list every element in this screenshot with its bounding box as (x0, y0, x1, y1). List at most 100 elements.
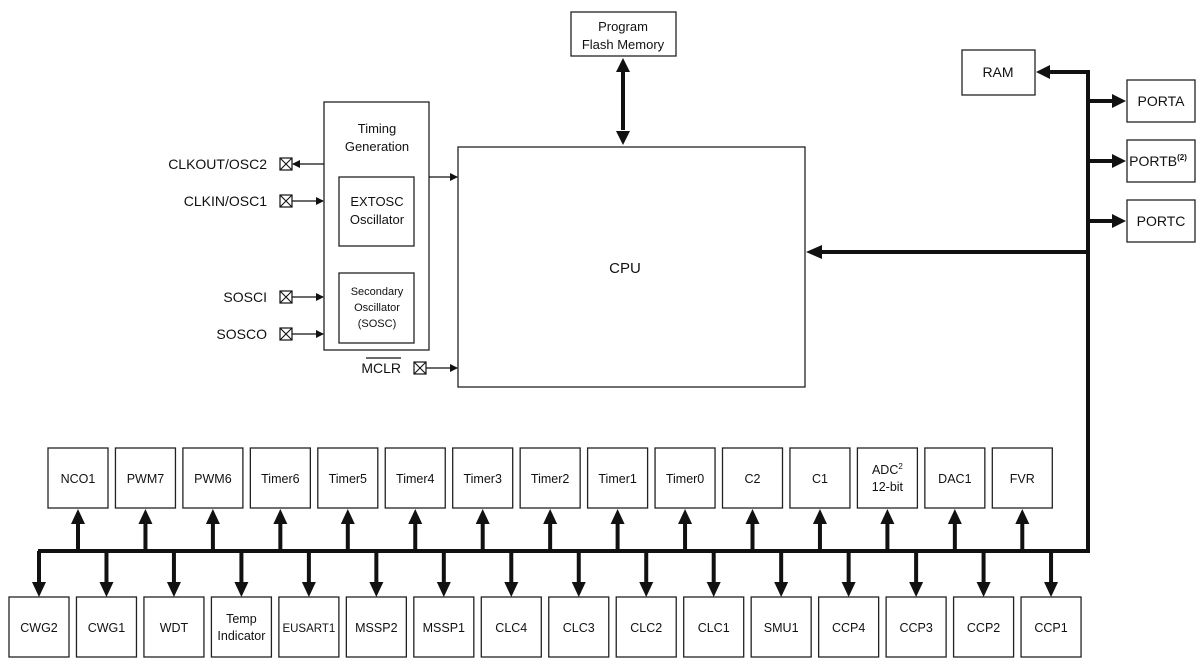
peripheral-pwm7: PWM7 (114, 447, 177, 551)
peripheral-label: SMU1 (764, 621, 799, 635)
timing-title-2: Generation (345, 139, 409, 154)
pin-pad-icon (279, 290, 293, 304)
arrowhead (543, 509, 558, 524)
arrowhead (706, 582, 721, 597)
portb-note: (2) (1177, 153, 1187, 162)
arrowhead (436, 582, 451, 597)
peripheral-label: CCP4 (832, 621, 865, 635)
peripheral-label-2: Indicator (217, 629, 265, 643)
arrowhead (166, 582, 181, 597)
program-flash-memory-block: Program Flash Memory (570, 11, 677, 57)
pin-clkout: CLKOUT/OSC2 (168, 156, 324, 172)
arrowhead (774, 582, 789, 597)
sosc-label-1: Secondary (351, 286, 404, 298)
peripheral-label: CLC1 (698, 621, 730, 635)
peripheral-cwg1: CWG1 (75, 551, 138, 658)
peripheral-label: MSSP2 (355, 621, 397, 635)
pin-label-sosci: SOSCI (223, 289, 267, 305)
arrowhead (504, 582, 519, 597)
peripheral-label: ADC (872, 463, 898, 477)
peripheral-note: 2 (898, 462, 903, 471)
peripheral-cwg2: CWG2 (8, 551, 70, 658)
peripheral-label: WDT (160, 621, 189, 635)
flash-label-2: Flash Memory (582, 37, 665, 52)
arrowhead (909, 582, 924, 597)
porta-label: PORTA (1138, 93, 1186, 109)
peripheral-label: Timer1 (598, 472, 636, 486)
arrowhead (678, 509, 693, 524)
peripheral-label: PWM7 (127, 472, 165, 486)
peripheral-timer2: Timer2 (519, 447, 581, 551)
cpu-label: CPU (609, 260, 641, 277)
peripheral-timer5: Timer5 (317, 447, 379, 551)
peripheral-mssp2: MSSP2 (345, 551, 408, 658)
extosc-label-1: EXTOSC (350, 194, 403, 209)
peripheral-eusart1: EUSART1 (278, 551, 340, 658)
svg-text:ADC2: ADC2 (872, 462, 903, 477)
peripheral-label: Timer0 (666, 472, 704, 486)
portb-block: PORTB(2) (1126, 139, 1196, 183)
arrowhead (880, 509, 895, 524)
port-arrowheads (1112, 94, 1126, 228)
cpu-arrowhead (806, 245, 822, 259)
peripheral-nco1: NCO1 (47, 447, 109, 551)
peripheral-clc3: CLC3 (548, 551, 610, 658)
cpu-block: CPU (457, 146, 806, 388)
porta-block: PORTA (1126, 79, 1196, 123)
arrowhead (1015, 509, 1030, 524)
peripheral-timer3: Timer3 (452, 447, 514, 551)
arrowhead (99, 582, 114, 597)
pin-pad-icon (279, 327, 293, 341)
peripheral-label: CCP3 (899, 621, 932, 635)
pin-label-mclr: MCLR (361, 360, 401, 376)
peripheral-label: Timer4 (396, 472, 434, 486)
peripheral-timer4: Timer4 (384, 447, 446, 551)
peripheral-label: NCO1 (61, 472, 96, 486)
peripheral-label: CCP1 (1034, 621, 1067, 635)
arrowhead (812, 509, 827, 524)
peripheral-pwm6: PWM6 (182, 447, 244, 551)
arrowhead (976, 582, 991, 597)
pin-pad-icon (279, 194, 293, 208)
svg-text:Temp: Temp (226, 612, 257, 626)
peripheral-label: Timer6 (261, 472, 299, 486)
peripheral-label: Timer2 (531, 472, 569, 486)
ram-block: RAM (961, 49, 1036, 96)
peripheral-clc4: CLC4 (480, 551, 542, 658)
arrowhead (610, 509, 625, 524)
peripheral-timer6: Timer6 (249, 447, 312, 551)
peripheral-clc1: CLC1 (683, 551, 745, 658)
arrowhead (273, 509, 288, 524)
peripheral-label: PWM6 (194, 472, 232, 486)
peripheral-c1: C1 (789, 447, 851, 551)
arrowhead (1044, 582, 1059, 597)
extosc-block (338, 176, 415, 247)
peripheral-ccp4: CCP4 (817, 551, 880, 658)
peripheral-label: CWG2 (20, 621, 58, 635)
arrowhead (369, 582, 384, 597)
peripheral-mssp1: MSSP1 (413, 551, 475, 658)
peripheral-fvr: FVR (991, 447, 1053, 551)
peripheral-clc2: CLC2 (615, 551, 677, 658)
peripheral-label: CCP2 (967, 621, 1000, 635)
arrowhead (745, 509, 760, 524)
peripheral-label: CWG1 (88, 621, 126, 635)
arrowhead (571, 582, 586, 597)
portb-label: PORTB (1129, 153, 1177, 169)
peripheral-label: EUSART1 (282, 623, 335, 635)
ram-arrowhead (1036, 65, 1050, 79)
peripheral-label: FVR (1010, 472, 1035, 486)
arrowhead (947, 509, 962, 524)
peripheral-smu1: SMU1 (750, 551, 812, 658)
peripheral-label: Timer3 (463, 472, 501, 486)
peripheral-label: CLC2 (630, 621, 662, 635)
arrowhead (234, 582, 249, 597)
port-bus-branches (1088, 99, 1112, 223)
peripheral-label: CLC3 (563, 621, 595, 635)
arrowhead (301, 582, 316, 597)
peripheral-c2: C2 (721, 447, 784, 551)
pin-label-sosco: SOSCO (216, 326, 267, 342)
flash-label-1: Program (598, 19, 648, 34)
